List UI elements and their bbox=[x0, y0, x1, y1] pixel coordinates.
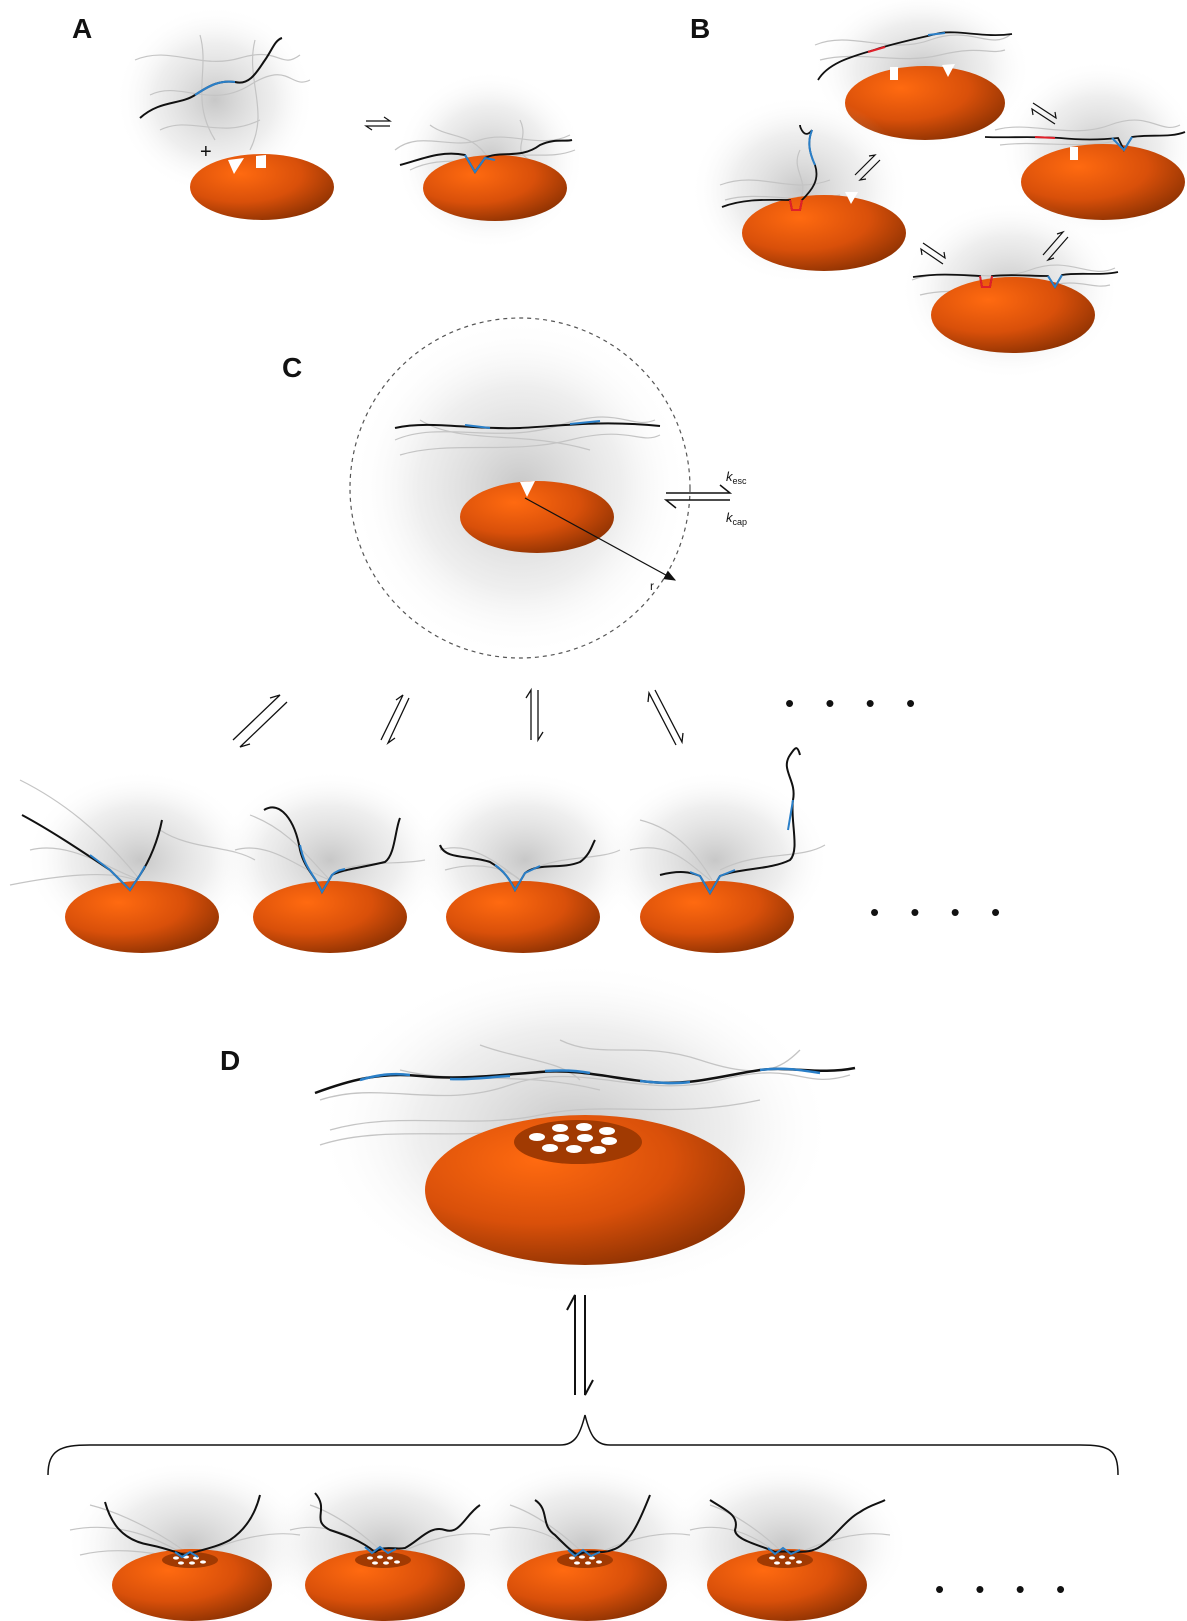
ellipsis-c-top: • • • • bbox=[785, 688, 927, 718]
capture-sphere bbox=[349, 317, 691, 659]
pocket-c bbox=[520, 481, 535, 497]
protein-b4 bbox=[931, 277, 1095, 353]
bound-state-c4 bbox=[600, 747, 830, 953]
bound-state-d1 bbox=[65, 1460, 315, 1621]
panel-d: D bbox=[47, 960, 1119, 1621]
plus-sign: + bbox=[200, 141, 212, 163]
protein-c bbox=[460, 481, 614, 553]
panel-c: C r kesc kcap • • • • bbox=[9, 317, 1012, 953]
bound-motif-a bbox=[464, 154, 496, 174]
motif-blue-b3 bbox=[808, 129, 816, 166]
pocket-b1a bbox=[890, 67, 898, 80]
bound-ligand-a bbox=[399, 139, 573, 174]
protein-a-bound bbox=[423, 155, 567, 221]
ligand-b4 bbox=[912, 271, 1119, 289]
binding-pocket-a2 bbox=[256, 155, 266, 168]
k-cap-label: kcap bbox=[726, 510, 747, 527]
bg-chains-c bbox=[394, 416, 661, 456]
radius-arrow bbox=[524, 497, 677, 581]
protein-b3 bbox=[742, 195, 906, 271]
k-esc-subscript: esc bbox=[733, 476, 748, 486]
free-chain-a bbox=[134, 34, 311, 151]
equilibrium-arrows-b bbox=[854, 102, 1069, 265]
bound-state-d2 bbox=[260, 1460, 510, 1621]
pocket-b3b bbox=[845, 192, 858, 204]
binding-pocket-a bbox=[228, 158, 244, 174]
equilibrium-arrow-c bbox=[663, 484, 733, 509]
free-ligand-c bbox=[394, 422, 661, 430]
ellipsis-d: • • • • bbox=[935, 1574, 1077, 1604]
motif-blue-b1 bbox=[927, 32, 946, 36]
panel-c-label: C bbox=[282, 352, 302, 383]
motif-red-b2 bbox=[1034, 136, 1056, 139]
ligand-b1 bbox=[817, 31, 1013, 81]
motifs-d bbox=[359, 1067, 821, 1085]
panel-b: B bbox=[690, 0, 1187, 380]
equilibrium-arrow-a bbox=[364, 116, 392, 131]
bound-state-d4 bbox=[660, 1460, 910, 1621]
k-esc-symbol: k bbox=[726, 469, 734, 484]
panel-b-label: B bbox=[690, 13, 710, 44]
motif-c2 bbox=[569, 420, 601, 425]
free-chain-halo bbox=[115, 5, 315, 195]
bound-state-c3 bbox=[410, 770, 640, 953]
panel-d-label: D bbox=[220, 1045, 240, 1076]
k-cap-symbol: k bbox=[726, 510, 734, 525]
ligand-b3 bbox=[721, 124, 818, 211]
bg-chains-b2 bbox=[994, 119, 1181, 146]
binding-motif bbox=[194, 80, 236, 96]
k-esc-label: kesc bbox=[726, 469, 747, 486]
motif-blue-b4 bbox=[1047, 274, 1063, 289]
grouping-brace bbox=[47, 1414, 1119, 1476]
pocket-b2a bbox=[1070, 147, 1078, 160]
bound-state-c1 bbox=[9, 770, 256, 953]
protein-d bbox=[425, 1115, 745, 1265]
bound-state-c2 bbox=[215, 770, 445, 953]
k-cap-subscript: cap bbox=[733, 517, 748, 527]
motif-red-b3 bbox=[789, 199, 803, 211]
equilibrium-arrows-c bbox=[232, 687, 684, 748]
motif-red-b4 bbox=[979, 275, 993, 288]
protein-a-free bbox=[190, 154, 334, 220]
motif-red-b1 bbox=[867, 46, 886, 53]
panel-a-label: A bbox=[72, 13, 92, 44]
bound-state-d3 bbox=[460, 1460, 710, 1621]
ligand-b2 bbox=[984, 131, 1186, 152]
motif-blue-b2 bbox=[1111, 136, 1133, 152]
pocket-b1b bbox=[942, 64, 955, 77]
protein-b1 bbox=[845, 66, 1005, 140]
motif-c1 bbox=[464, 424, 491, 429]
protein-b2 bbox=[1021, 144, 1185, 220]
equilibrium-arrow-d bbox=[566, 1294, 594, 1396]
ellipsis-c-bottom: • • • • bbox=[870, 897, 1012, 927]
panel-a: A + bbox=[72, 5, 585, 250]
radius-label: r bbox=[650, 579, 654, 593]
binding-sites-d bbox=[529, 1123, 617, 1154]
